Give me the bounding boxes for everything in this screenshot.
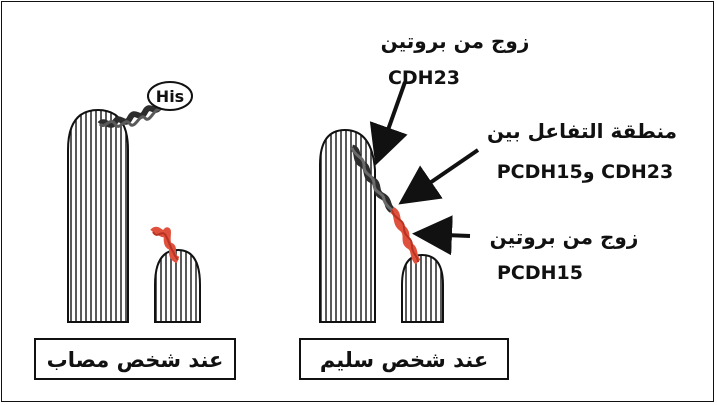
pcdh15-label-ar: زوج من بروتين [490,225,639,249]
affected-tall-stereocilium [67,108,129,323]
affected-stereocilia-group: His عند شخص مصاب [34,81,236,380]
his-molecule-ellipse [147,81,193,111]
cdh23-label-en: CDH23 [388,67,460,89]
affected-cdh23-coil [97,104,163,128]
his-molecule-label: His [156,87,184,106]
affected-caption-box [34,338,236,380]
interaction-arrow [398,148,480,205]
healthy-short-stereocilium [401,253,444,323]
healthy-caption: عند شخص سليم [320,348,488,372]
healthy-stereocilia-group: زوج من بروتين CDH23 منطقة التفاعل بين CD… [299,29,677,380]
healthy-pcdh15-coil [390,206,421,265]
healthy-cdh23-coil [350,144,395,213]
pcdh15-arrow [412,215,471,256]
affected-short-stereocilium [154,248,201,323]
healthy-tall-stereocilium [319,128,376,323]
cdh23-label-ar: زوج من بروتين [381,29,530,53]
affected-pcdh15-coil [150,226,180,264]
interaction-label-en: CDH23 وPCDH15 [497,161,673,183]
affected-caption: عند شخص مصاب [47,348,224,372]
pcdh15-label-en: PCDH15 [497,262,583,284]
healthy-caption-box [299,338,509,380]
interaction-label-ar: منطقة التفاعل بين [487,119,677,143]
cdh23-arrow [369,81,408,166]
